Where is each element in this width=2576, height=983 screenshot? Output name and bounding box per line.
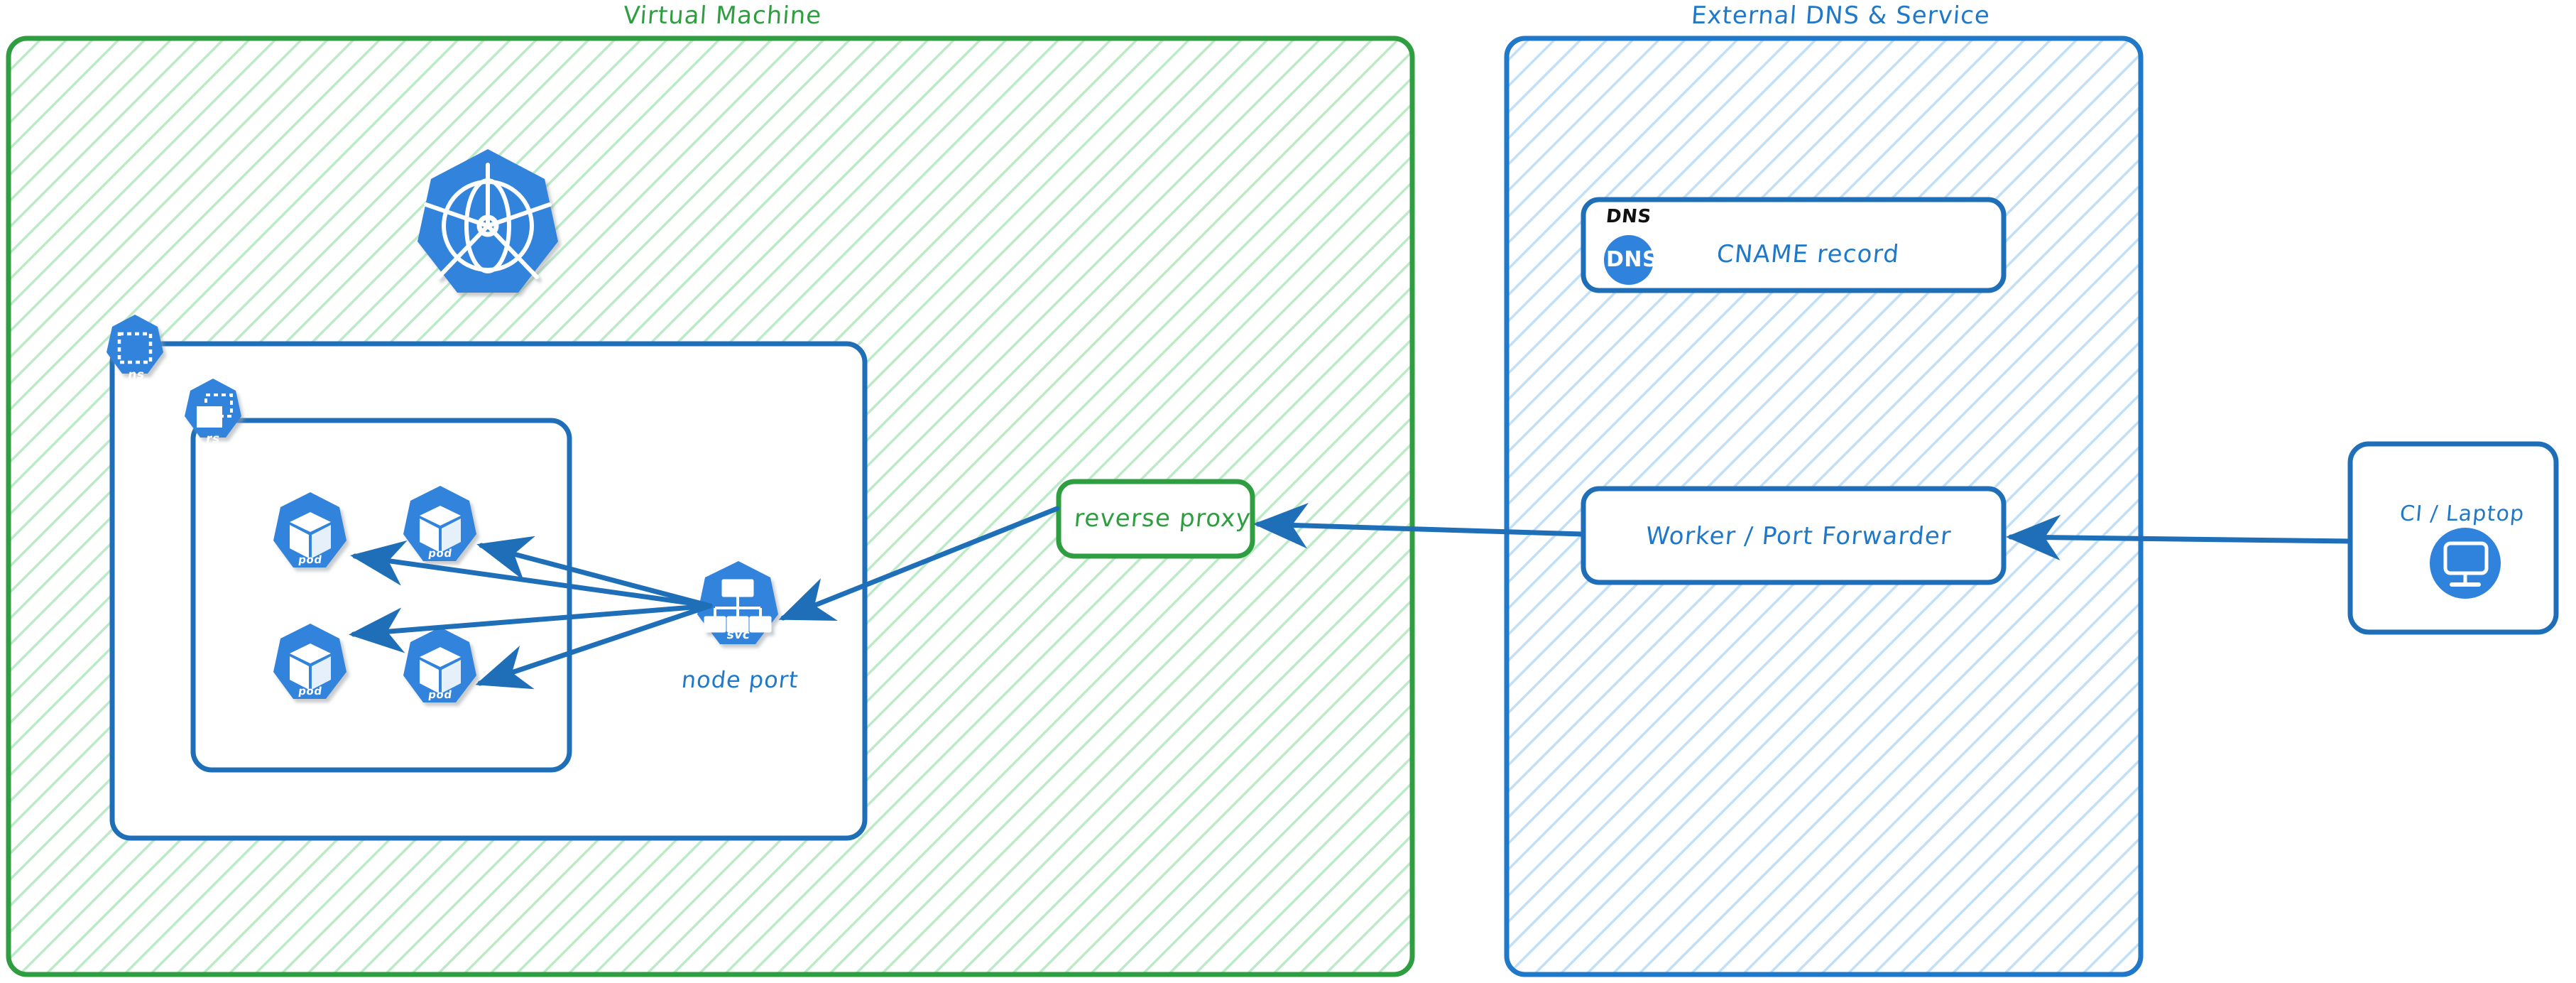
vm-replicaset-box [190,418,572,773]
dns-card[interactable] [1581,197,2007,293]
ci-laptop-box[interactable] [2347,441,2559,635]
namespace-badge-icon [107,315,163,374]
worker-port-forwarder-box[interactable] [1581,486,2007,585]
pod-4 [403,627,476,702]
worker-to-reverse-proxy-arrow [1253,502,1585,549]
kubernetes-logo-icon [417,149,558,293]
pod-1 [273,492,346,567]
dns-badge-icon [1604,235,1654,285]
service-node-icon [697,561,778,644]
desktop-monitor-icon [2430,528,2501,599]
pod-3 [273,624,346,699]
pod-2 [403,486,476,561]
reverse-proxy-to-service-arrow [778,506,1060,621]
ci-laptop-to-worker-arrow [2006,514,2352,561]
replicaset-badge-icon [185,379,241,438]
reverse-proxy-box[interactable] [1056,479,1255,559]
service-to-pod-arrows [349,536,713,690]
